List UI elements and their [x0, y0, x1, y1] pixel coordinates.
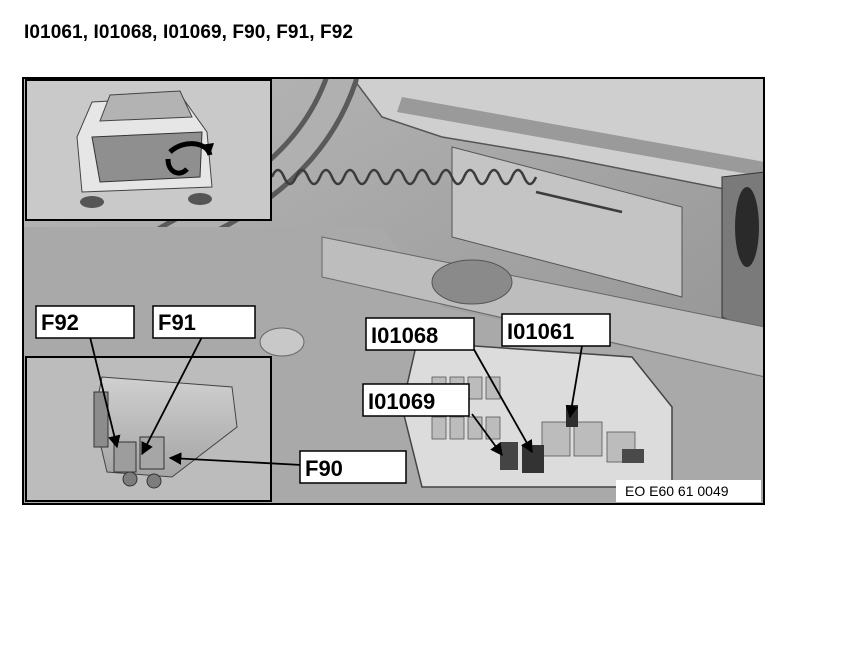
label-i01069: I01069	[362, 383, 470, 417]
page-title: I01061, I01068, I01069, F90, F91, F92	[24, 22, 354, 43]
svg-text:EO E60 61 0049: EO E60 61 0049	[625, 483, 729, 499]
inset-car-view	[25, 79, 272, 221]
svg-text:I01061: I01061	[507, 319, 574, 344]
svg-text:F91: F91	[158, 310, 196, 335]
label-i01061: I01061	[501, 313, 611, 347]
trunk-component-diagram: F92 F91 I01068 I01061 I01069 F90 EO E60 …	[22, 77, 765, 505]
label-f91: F91	[152, 305, 256, 339]
label-f92: F92	[35, 305, 135, 339]
label-i01068: I01068	[365, 317, 475, 351]
callout-lines	[89, 336, 583, 466]
label-f90: F90	[299, 450, 407, 484]
svg-text:I01068: I01068	[371, 323, 438, 348]
reference-code: EO E60 61 0049	[616, 480, 761, 502]
spring	[270, 168, 623, 214]
svg-text:F90: F90	[305, 456, 343, 481]
svg-text:I01069: I01069	[368, 389, 435, 414]
svg-text:F92: F92	[41, 310, 79, 335]
inset-module-view	[25, 356, 272, 502]
